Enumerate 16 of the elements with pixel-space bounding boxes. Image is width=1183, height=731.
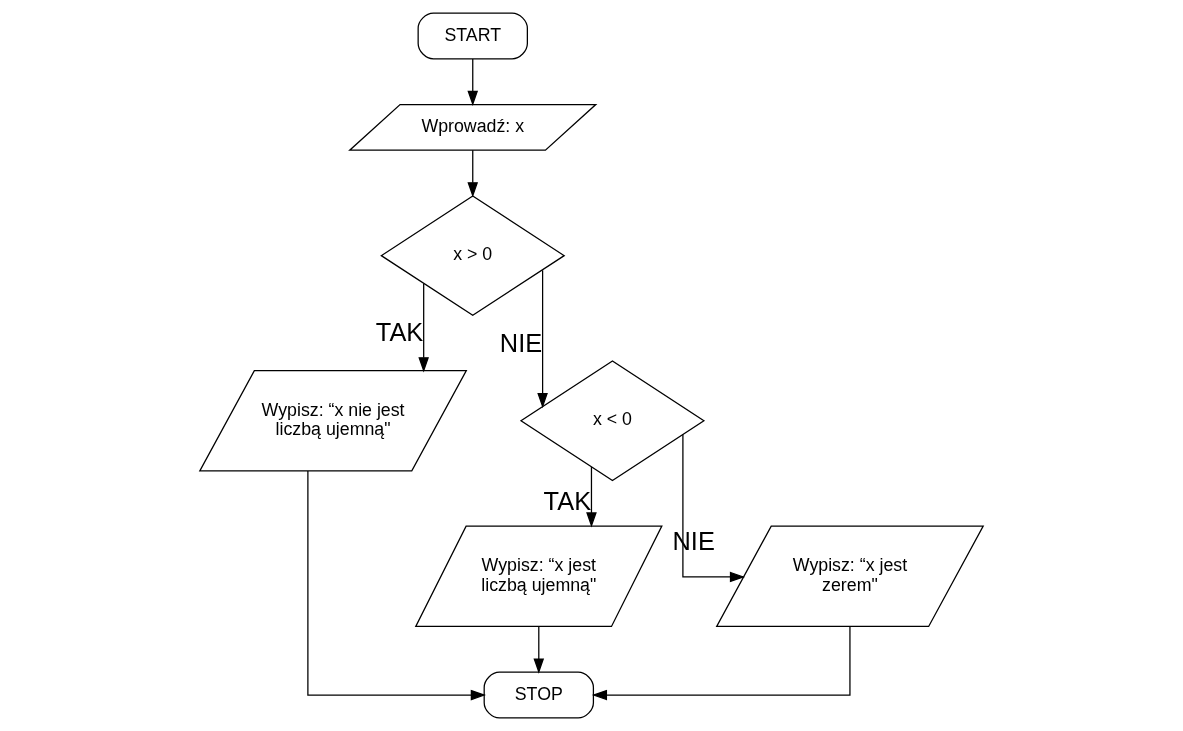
node-diamond: x < 0 (519, 360, 706, 482)
arrow (307, 470, 486, 701)
edge-label: NIE (499, 329, 543, 358)
arrow (467, 149, 479, 198)
node-box: STOP (483, 671, 595, 719)
arrow (467, 58, 479, 106)
node-diamond: x > 0 (380, 195, 566, 317)
edge-label: TAK (543, 487, 592, 516)
arrow (533, 626, 545, 674)
arrow (537, 269, 548, 409)
edge-label: TAK (375, 318, 424, 347)
node-box: START (417, 12, 528, 60)
arrow (586, 466, 597, 528)
arrow (418, 283, 430, 373)
arrow (682, 433, 746, 583)
arrow (591, 626, 851, 701)
